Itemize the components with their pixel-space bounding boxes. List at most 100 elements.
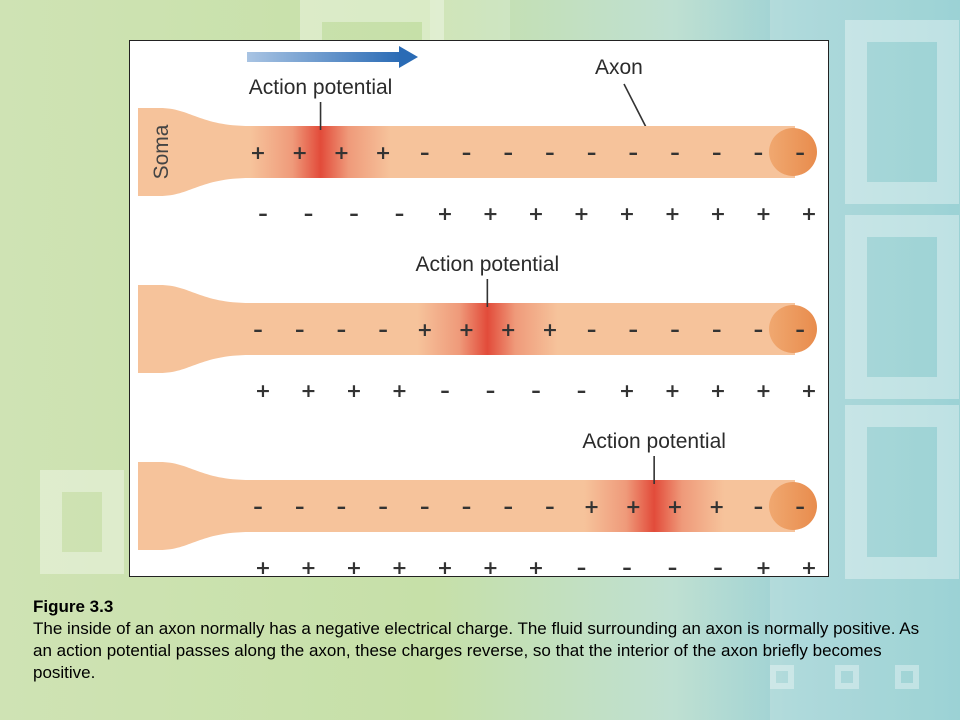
inside-charge: – bbox=[503, 142, 513, 164]
inside-charge: + bbox=[709, 496, 725, 518]
outside-charge: + bbox=[392, 557, 408, 575]
outside-charge: + bbox=[619, 380, 635, 402]
inside-charge: + bbox=[500, 319, 516, 341]
outside-charge: + bbox=[801, 380, 817, 402]
axon-tube bbox=[138, 285, 795, 373]
outside-charge: + bbox=[255, 557, 271, 575]
inside-charge: – bbox=[587, 142, 597, 164]
inside-charge: – bbox=[462, 496, 472, 518]
axon-tube bbox=[138, 462, 795, 550]
action-potential-label: Action potential bbox=[416, 253, 560, 276]
inside-charge: – bbox=[545, 496, 555, 518]
outside-charge: + bbox=[483, 557, 499, 575]
inside-charge: – bbox=[795, 142, 805, 164]
inside-charge: – bbox=[253, 496, 263, 518]
outside-charge: – bbox=[668, 557, 678, 575]
outside-charge: + bbox=[528, 203, 544, 225]
outside-charge: + bbox=[665, 380, 681, 402]
inside-charge: – bbox=[795, 319, 805, 341]
action-potential-label: Action potential bbox=[249, 76, 393, 99]
caption-title: Figure 3.3 bbox=[33, 597, 114, 616]
soma-label: Soma bbox=[150, 124, 173, 179]
inside-charge: – bbox=[712, 142, 722, 164]
outside-charge: – bbox=[622, 557, 632, 575]
inside-charge: – bbox=[670, 142, 680, 164]
background-panel bbox=[430, 0, 510, 40]
axon-row: ––––++++––––––++++––––+++++Action potent… bbox=[138, 253, 817, 402]
inside-charge: + bbox=[625, 496, 641, 518]
axon-figure: Axon Soma + + + + – – – – – – – – – – – – – – + + + + + + + + + Acti… bbox=[129, 40, 829, 577]
inside-charge: – bbox=[295, 496, 305, 518]
inside-charge: – bbox=[420, 496, 430, 518]
outside-charge: + bbox=[710, 380, 726, 402]
outside-charge: + bbox=[801, 203, 817, 225]
inside-charge: + bbox=[250, 142, 266, 164]
outside-charge: + bbox=[392, 380, 408, 402]
outside-charge: + bbox=[301, 380, 317, 402]
inside-charge: – bbox=[420, 142, 430, 164]
inside-charge: – bbox=[545, 142, 555, 164]
outside-charge: + bbox=[437, 203, 453, 225]
background-square bbox=[845, 20, 959, 204]
outside-charge: + bbox=[710, 203, 726, 225]
inside-charge: – bbox=[295, 319, 305, 341]
inside-charge: – bbox=[503, 496, 513, 518]
inside-charge: + bbox=[584, 496, 600, 518]
inside-charge: + bbox=[667, 496, 683, 518]
inside-charge: – bbox=[253, 319, 263, 341]
background-square bbox=[40, 470, 124, 574]
outside-charge: – bbox=[440, 380, 450, 402]
figure-caption: Figure 3.3 The inside of an axon normall… bbox=[33, 596, 938, 684]
outside-charge: – bbox=[395, 203, 405, 225]
outside-charge: + bbox=[665, 203, 681, 225]
outside-charge: – bbox=[486, 380, 496, 402]
axon-terminal bbox=[769, 305, 817, 353]
outside-charge: + bbox=[528, 557, 544, 575]
outside-charge: + bbox=[346, 557, 362, 575]
outside-charge: + bbox=[801, 557, 817, 575]
axon-diagram: Axon Soma + + + + – – – – – – – – – – – – – – + + + + + + + + + Acti… bbox=[138, 46, 817, 575]
outside-charge: + bbox=[756, 557, 772, 575]
inside-charge: – bbox=[754, 496, 764, 518]
inside-charge: – bbox=[462, 142, 472, 164]
axon-terminal bbox=[769, 482, 817, 530]
outside-charge: + bbox=[483, 203, 499, 225]
inside-charge: + bbox=[333, 142, 349, 164]
axon-label: Axon bbox=[595, 56, 643, 79]
inside-charge: – bbox=[754, 142, 764, 164]
axon-tube bbox=[138, 108, 795, 196]
inside-charge: – bbox=[337, 319, 347, 341]
outside-charge: – bbox=[304, 203, 314, 225]
inside-charge: – bbox=[378, 496, 388, 518]
inside-charge: + bbox=[375, 142, 391, 164]
inside-charge: + bbox=[542, 319, 558, 341]
outside-charge: + bbox=[619, 203, 635, 225]
axon-row: ––––––––++++––+++++++––––++Action potent… bbox=[138, 430, 817, 575]
axon-pointer bbox=[623, 83, 650, 134]
inside-charge: – bbox=[378, 319, 388, 341]
background-square bbox=[845, 215, 959, 399]
inside-charge: – bbox=[712, 319, 722, 341]
inside-charge: – bbox=[754, 319, 764, 341]
outside-charge: – bbox=[577, 380, 587, 402]
direction-arrow-icon bbox=[247, 46, 418, 68]
inside-charge: – bbox=[587, 319, 597, 341]
inside-charge: + bbox=[417, 319, 433, 341]
inside-charge: – bbox=[670, 319, 680, 341]
action-potential-label: Action potential bbox=[582, 430, 726, 453]
outside-charge: – bbox=[713, 557, 723, 575]
inside-charge: – bbox=[795, 496, 805, 518]
outside-charge: – bbox=[577, 557, 587, 575]
outside-charge: + bbox=[756, 380, 772, 402]
outside-charge: + bbox=[574, 203, 590, 225]
outside-charge: + bbox=[437, 557, 453, 575]
background-square bbox=[845, 405, 959, 579]
outside-charge: + bbox=[346, 380, 362, 402]
outside-charge: + bbox=[255, 380, 271, 402]
outside-charge: – bbox=[531, 380, 541, 402]
axon-rows: Soma + + + + – – – – – – – – – – – – – – + + + + + + + + + Action po… bbox=[138, 76, 817, 575]
outside-charge: + bbox=[301, 557, 317, 575]
outside-charge: – bbox=[349, 203, 359, 225]
axon-terminal bbox=[769, 128, 817, 176]
caption-text: The inside of an axon normally has a neg… bbox=[33, 619, 920, 682]
